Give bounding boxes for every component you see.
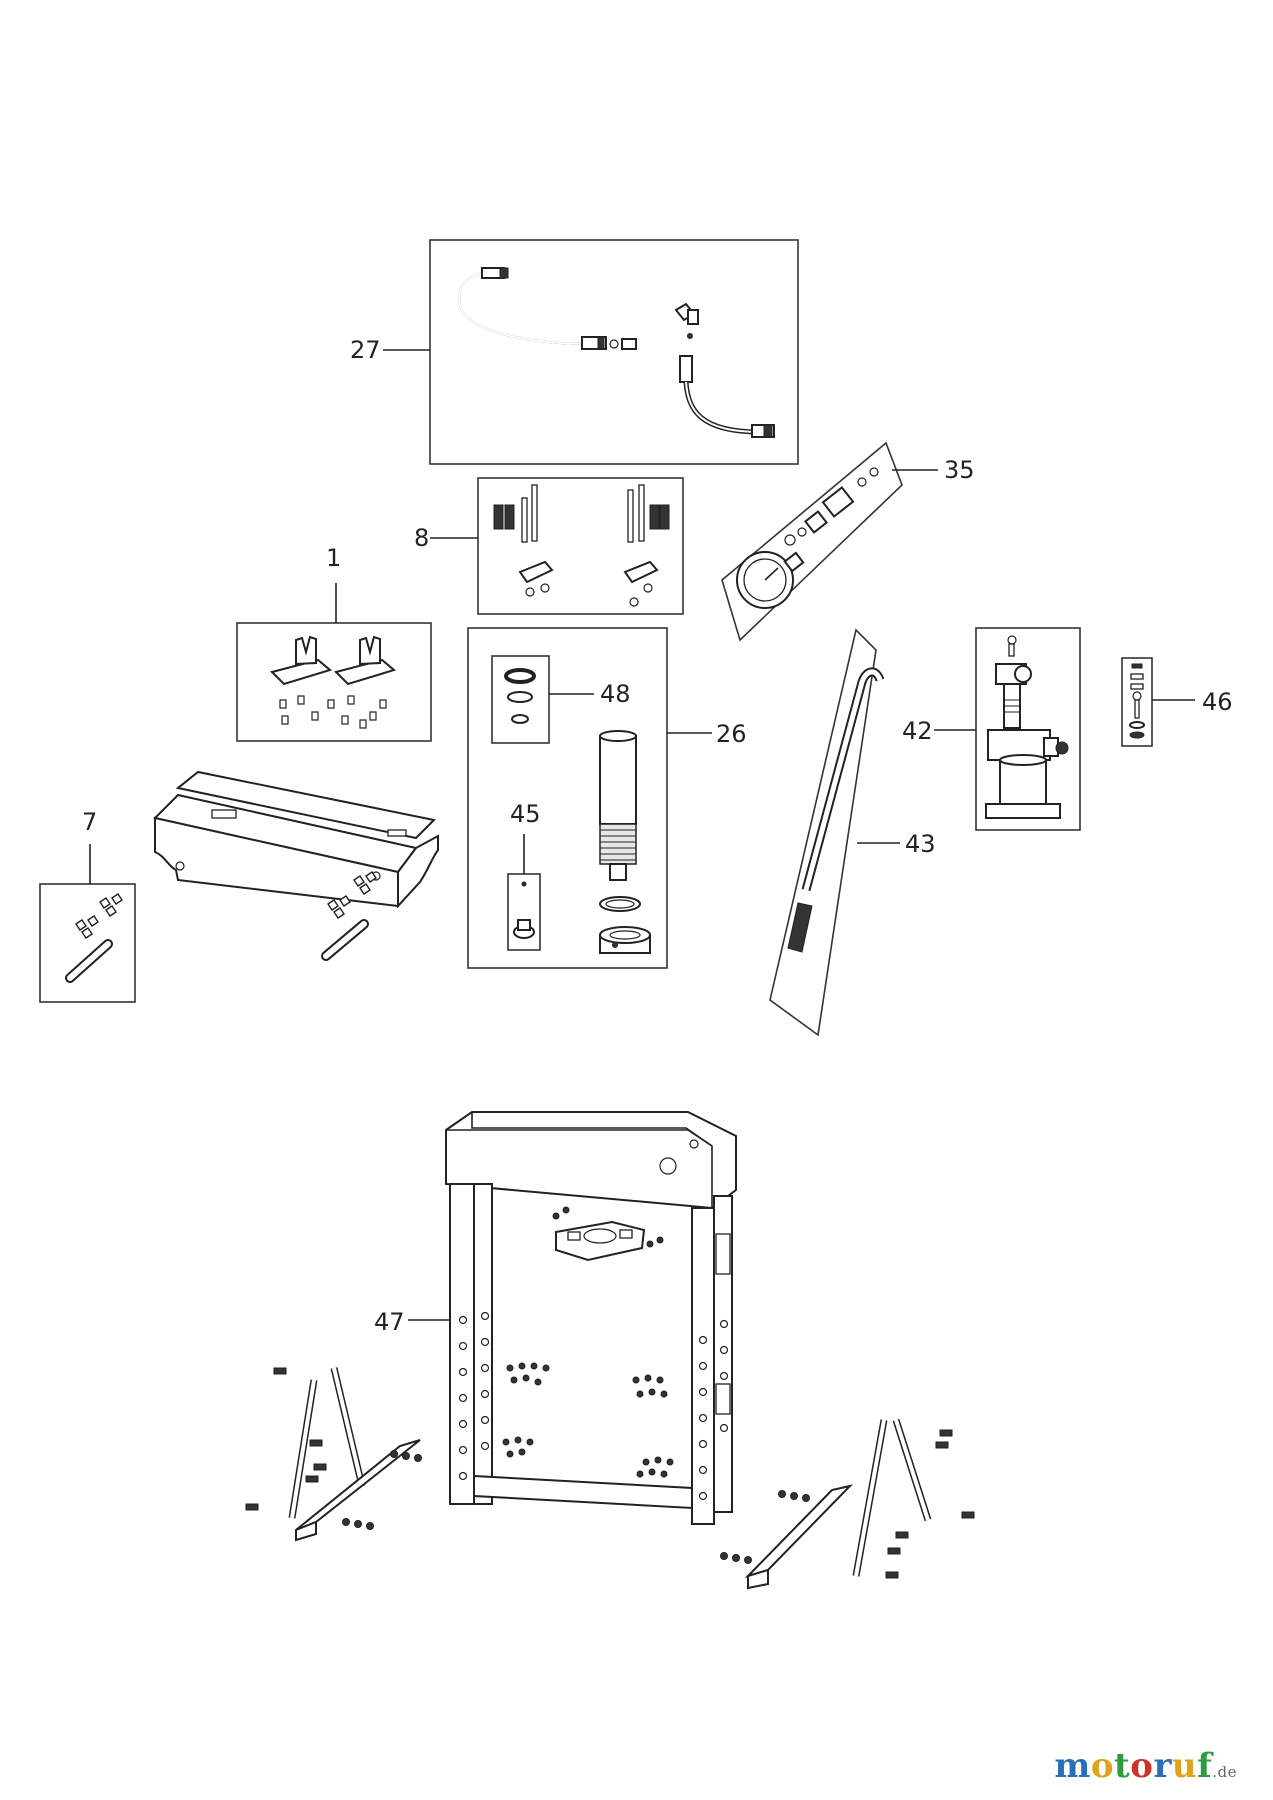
callout-27: 27: [350, 336, 381, 364]
part-46-box: [1121, 657, 1153, 747]
callout-42: 42: [902, 717, 933, 745]
callout-46: 46: [1202, 688, 1233, 716]
callout-35: 35: [944, 456, 975, 484]
part-43-box: [769, 628, 877, 1037]
part-8-box: [477, 477, 684, 615]
right-leg-assembly: [720, 1418, 975, 1590]
logo-letter: u: [1171, 1746, 1198, 1786]
part-26-cylinder-group: 26 48 45: [467, 627, 747, 969]
part-1-box: [236, 622, 432, 742]
callout-7: 7: [82, 808, 97, 836]
logo-letter: t: [1114, 1746, 1131, 1786]
callout-8: 8: [414, 524, 429, 552]
part-7-box: [39, 883, 136, 1003]
part-35-box: [721, 441, 903, 642]
part-27-hose-group: 27: [350, 239, 799, 465]
logo-letter: m: [1054, 1746, 1091, 1786]
logo-letter: o: [1090, 1746, 1115, 1786]
motoruf-logo: motoruf.de: [1054, 1746, 1237, 1786]
logo-letter: r: [1153, 1746, 1172, 1786]
upper-beam-plates: [153, 770, 439, 961]
left-leg-assembly: [245, 1367, 422, 1542]
part-42-box: [975, 627, 1081, 831]
logo-letter: f: [1197, 1746, 1213, 1786]
part-8-bolts-group: 8: [414, 477, 684, 615]
callout-26: 26: [716, 720, 747, 748]
callout-45: 45: [510, 800, 541, 828]
callout-43: 43: [905, 830, 936, 858]
callout-47: 47: [374, 1308, 405, 1336]
callout-48: 48: [600, 680, 631, 708]
part-48-box: [491, 655, 550, 744]
logo-letter: o: [1130, 1746, 1154, 1786]
part-42-pump-group: 42: [902, 627, 1081, 831]
logo-letters: motoruf: [1054, 1746, 1212, 1786]
logo-suffix: .de: [1212, 1763, 1237, 1781]
part-26-box: [467, 627, 668, 969]
part-43-handle-group: 43: [769, 628, 936, 1037]
piston-icon: [599, 735, 637, 825]
handle-grip-icon: [787, 902, 813, 953]
part-47-press-frame: 47: [374, 1111, 737, 1525]
part-46-group: 46: [1121, 657, 1233, 747]
part-27-box: [429, 239, 799, 465]
callout-1: 1: [326, 544, 341, 572]
part-1-vblocks-group: 1: [236, 544, 432, 742]
part-35-gauge-group: 35: [721, 441, 975, 642]
part-7-pins-group: 7: [39, 808, 136, 1003]
